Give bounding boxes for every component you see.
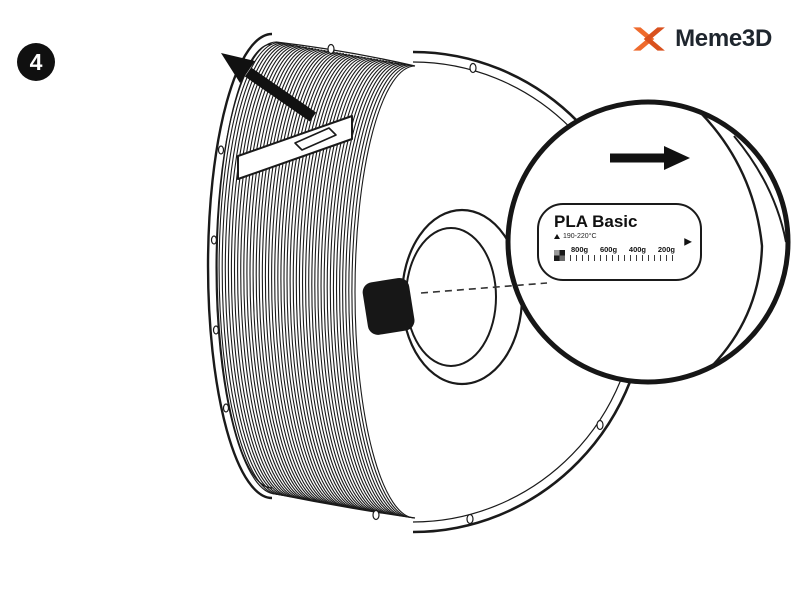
brand-name: Meme3D (675, 25, 772, 52)
temp-text: 190-220°C (563, 232, 597, 240)
magnified-rim-curve-2 (733, 135, 787, 243)
screw-hole (596, 419, 604, 431)
screw-hole (372, 509, 380, 521)
brand-logo-icon (633, 27, 665, 51)
label-strip-tab (294, 127, 337, 151)
weight-mark: 200g (657, 244, 675, 254)
step-badge: 4 (17, 43, 55, 81)
winding-bottom-edge (275, 493, 416, 519)
pull-arrow-head (221, 53, 255, 83)
brand-logo: Meme3D (631, 24, 772, 54)
screw-hole (327, 43, 335, 55)
temp-row: 190-220°C (554, 233, 676, 240)
label-brand-mark (554, 249, 565, 261)
hub-bore-inner (405, 227, 497, 367)
magnified-rim-curve-1 (699, 111, 764, 367)
label-pointer-icon: ▶ (684, 236, 692, 248)
weight-scale: 800g 600g 400g 200g (570, 245, 676, 261)
label-title: PLA Basic (554, 212, 638, 231)
rim-hole (210, 235, 218, 245)
far-flange-holes (210, 145, 230, 413)
weight-mark: 800g (571, 244, 589, 254)
logo-right-chevron (643, 27, 665, 51)
weight-mark: 400g (628, 244, 647, 254)
spindle-knob (362, 278, 415, 335)
weight-marks: 800g 600g 400g 200g (570, 245, 676, 254)
weight-mark: 600g (599, 244, 618, 254)
pull-arrow-shaft (244, 67, 317, 122)
step-number: 4 (29, 48, 43, 75)
rim-hole (217, 145, 225, 155)
scale-ruler (570, 254, 676, 261)
feed-arrow-head (664, 146, 690, 170)
screw-hole (469, 62, 477, 74)
winding-strands (215, 41, 416, 519)
filament-label: PLA Basic 190-220°C ▶ 800g 600g 400g 200… (537, 203, 702, 281)
scale-row: 800g 600g 400g 200g (554, 245, 676, 261)
callout-dashed-line (420, 282, 548, 294)
screw-hole (466, 513, 474, 525)
nozzle-icon (554, 233, 560, 239)
winding-top-edge (275, 41, 416, 67)
